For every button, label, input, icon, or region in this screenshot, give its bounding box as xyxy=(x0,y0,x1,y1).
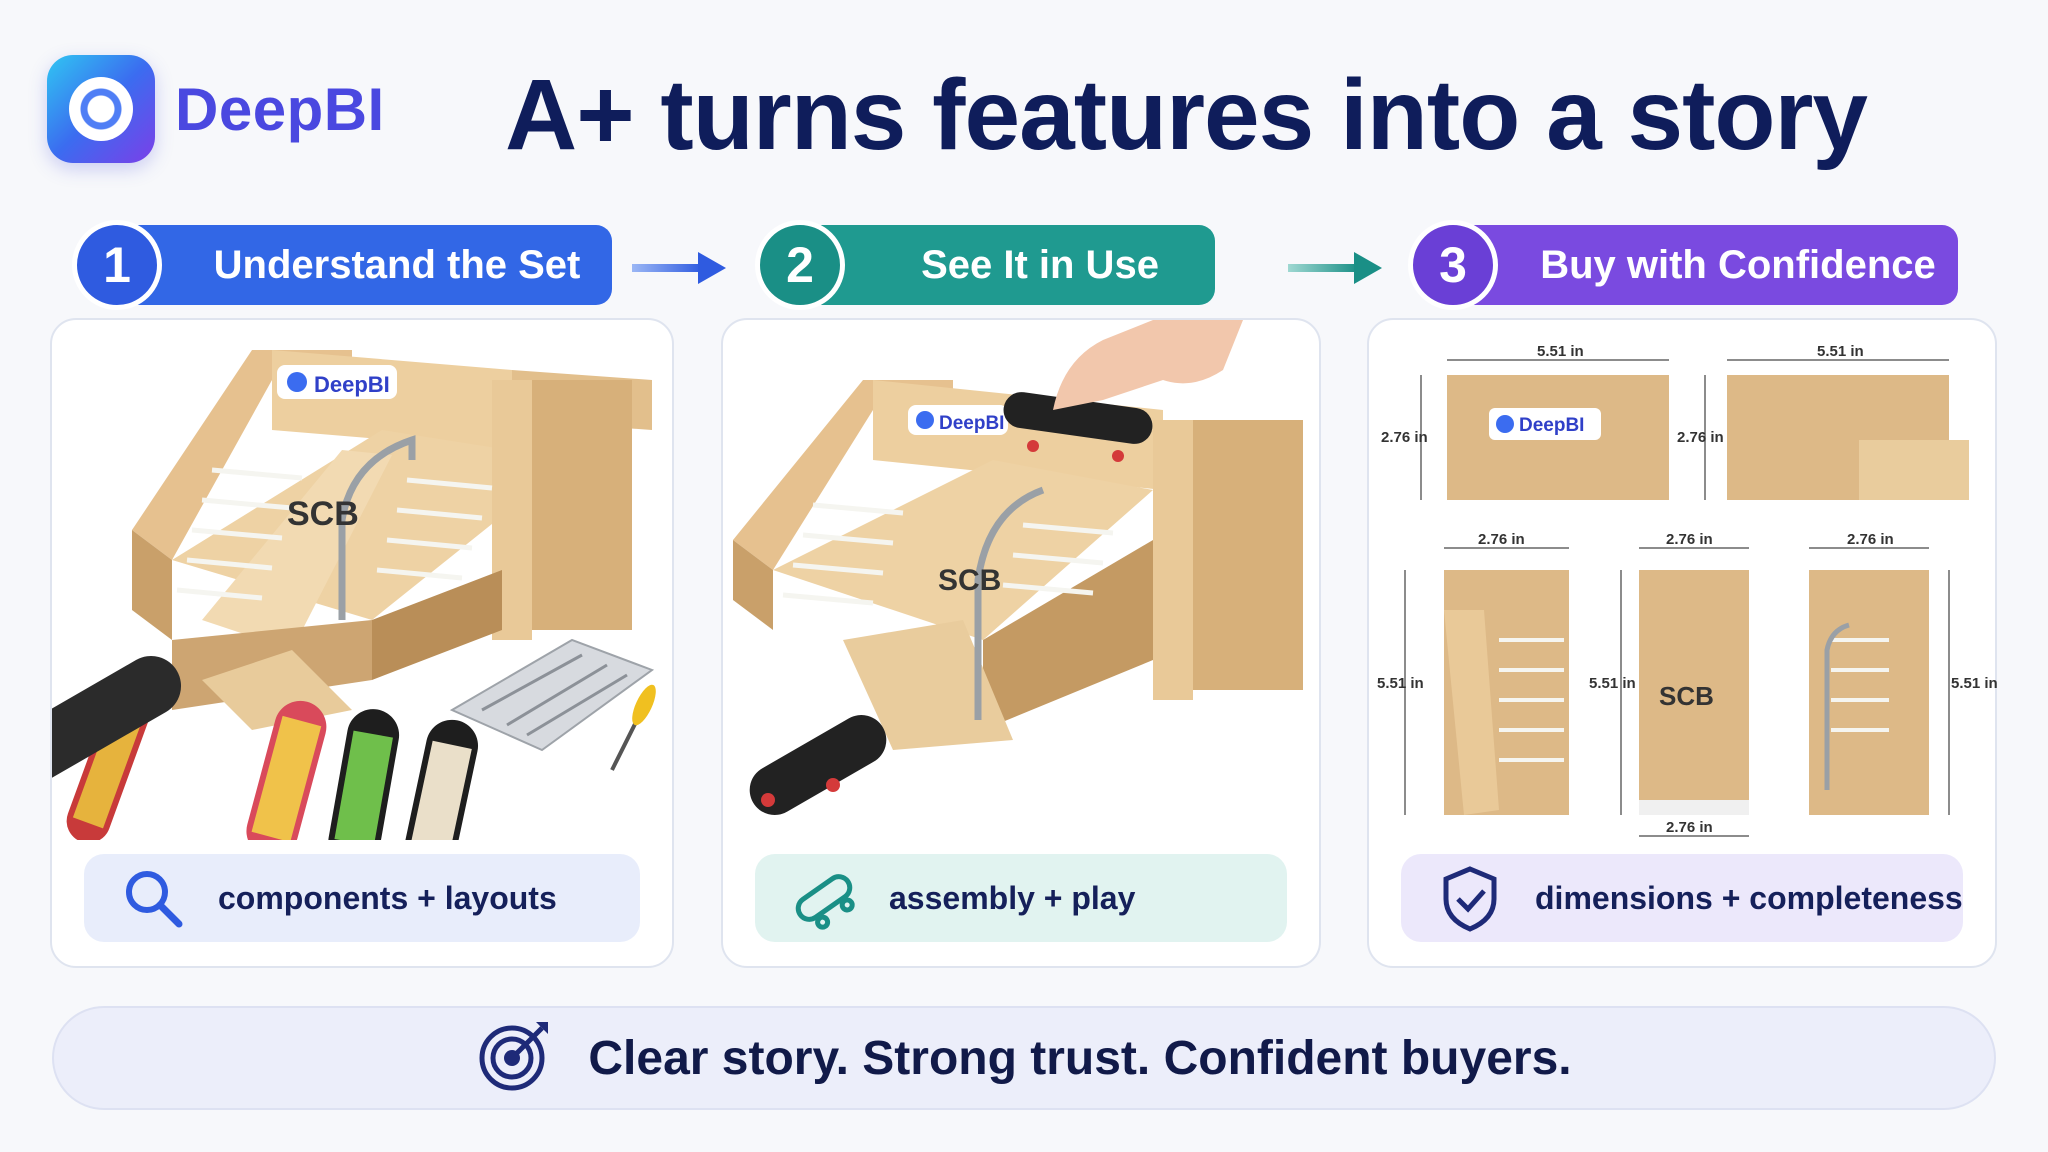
skateboard-icon xyxy=(789,863,859,933)
caption-pill: dimensions + completeness xyxy=(1401,854,1963,942)
caption-text: dimensions + completeness xyxy=(1535,879,1963,916)
shield-check-icon xyxy=(1435,863,1505,933)
target-icon xyxy=(476,1018,552,1099)
brand-name: DeepBI xyxy=(175,75,385,143)
footer-text: Clear story. Strong trust. Confident buy… xyxy=(588,1031,1572,1085)
caption-pill: components + layouts xyxy=(84,854,640,942)
dim-label: 2.76 in xyxy=(1847,531,1894,548)
ramp-brand-label: DeepBI xyxy=(939,413,1004,434)
dim-label: 2.76 in xyxy=(1381,429,1428,446)
arrow-right-icon xyxy=(1288,252,1382,284)
step-3-header: 3 Buy with Confidence xyxy=(1408,220,1958,310)
caption-text: components + layouts xyxy=(218,879,557,916)
ramp-brand-label: DeepBI xyxy=(314,372,390,397)
magnifier-icon xyxy=(118,863,188,933)
skate-ramp-in-use-image: DeepBI SCB xyxy=(733,320,1303,815)
dim-label: 5.51 in xyxy=(1537,343,1584,360)
dim-label: 2.76 in xyxy=(1666,531,1713,548)
card-see-in-use: DeepBI SCB assembly + play xyxy=(721,318,1321,968)
ramp-brand-label: DeepBI xyxy=(1519,415,1584,436)
caption-text: assembly + play xyxy=(889,879,1136,916)
dim-label: 5.51 in xyxy=(1951,675,1998,692)
dim-label: 2.76 in xyxy=(1677,429,1724,446)
dim-label: 5.51 in xyxy=(1817,343,1864,360)
dim-label: 5.51 in xyxy=(1377,675,1424,692)
ramp-logo-label: SCB xyxy=(287,495,359,533)
step-1-number: 1 xyxy=(72,220,162,310)
step-1-header: 1 Understand the Set xyxy=(72,220,612,310)
brand: DeepBI xyxy=(47,54,385,164)
ramp-logo-label: SCB xyxy=(1659,681,1714,711)
step-3-number: 3 xyxy=(1408,220,1498,310)
dim-label: 2.76 in xyxy=(1478,531,1525,548)
page-title: A+ turns features into a story xyxy=(505,59,1868,171)
card-understand-set: DeepBI SCB components + layouts xyxy=(50,318,674,968)
step-2-number: 2 xyxy=(755,220,845,310)
skate-ramp-set-image: DeepBI SCB xyxy=(52,350,656,840)
dim-label: 5.51 in xyxy=(1589,675,1636,692)
arrow-right-icon xyxy=(632,252,726,284)
step-2-label: See It in Use xyxy=(805,225,1215,305)
ramp-logo-label: SCB xyxy=(938,564,1001,597)
card-buy-confidence: 5.51 in 2.76 in DeepBI 5.51 in 2.76 in 2… xyxy=(1367,318,1998,968)
step-3-label: Buy with Confidence xyxy=(1458,225,1958,305)
step-2-header: 2 See It in Use xyxy=(755,220,1215,310)
dimension-diagram-image: 5.51 in 2.76 in DeepBI 5.51 in 2.76 in 2… xyxy=(1377,343,1998,837)
deepbi-logo-icon xyxy=(47,55,155,163)
caption-pill: assembly + play xyxy=(755,854,1287,942)
footer-banner: Clear story. Strong trust. Confident buy… xyxy=(52,1006,1996,1110)
step-1-label: Understand the Set xyxy=(122,225,612,305)
dim-label: 2.76 in xyxy=(1666,819,1713,836)
